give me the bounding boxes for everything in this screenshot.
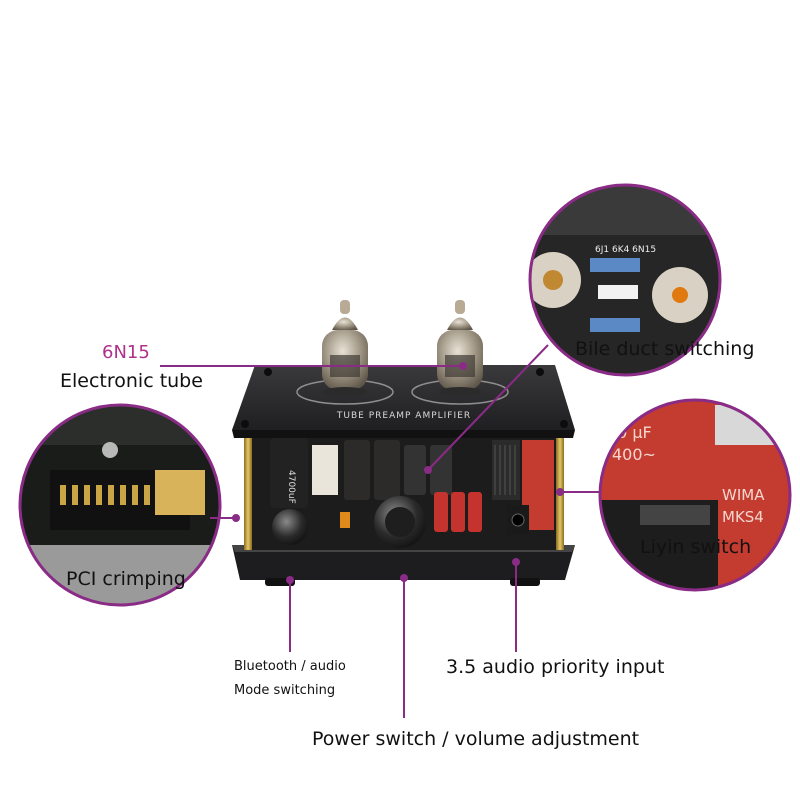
tube-model-label: 6N15: [102, 342, 150, 363]
audio-input-label: 3.5 audio priority input: [446, 656, 665, 678]
callout-bile-zoom: 6J1 6K4 6N15: [528, 183, 722, 377]
panel-label: TUBE PREAMP AMPLIFIER: [336, 411, 471, 421]
mode-switch-knob: [272, 509, 308, 545]
callout-dots: [232, 362, 564, 584]
bile-duct-label: Bile duct switching: [575, 338, 755, 360]
pcb-silkscreen: 6J1 6K4 6N15: [595, 245, 656, 255]
power-volume-label: Power switch / volume adjustment: [312, 728, 640, 750]
film-cap-voltage: 400~: [612, 445, 656, 464]
callout-liyin-zoom: ,0 µF 400~ WIMA MKS4: [598, 398, 792, 592]
liyin-switch-label: Liyin switch: [640, 536, 752, 558]
vacuum-tube-left: [322, 300, 368, 397]
film-cap-brand: WIMA: [722, 486, 765, 504]
red-capacitors: [434, 492, 482, 532]
pci-crimping-label: PCI crimping: [66, 568, 186, 590]
amplifier-device: 4700uF: [232, 300, 575, 586]
capacitor-label: 4700uF: [286, 470, 296, 504]
bluetooth-label-line1: Bluetooth / audio: [234, 659, 346, 674]
callout-leaders: [160, 344, 600, 718]
film-cap-model: MKS4: [722, 508, 764, 526]
electronic-tube-label: Electronic tube: [60, 370, 203, 392]
bluetooth-label-line2: Mode switching: [234, 683, 336, 698]
vacuum-tube-right: [437, 300, 483, 397]
